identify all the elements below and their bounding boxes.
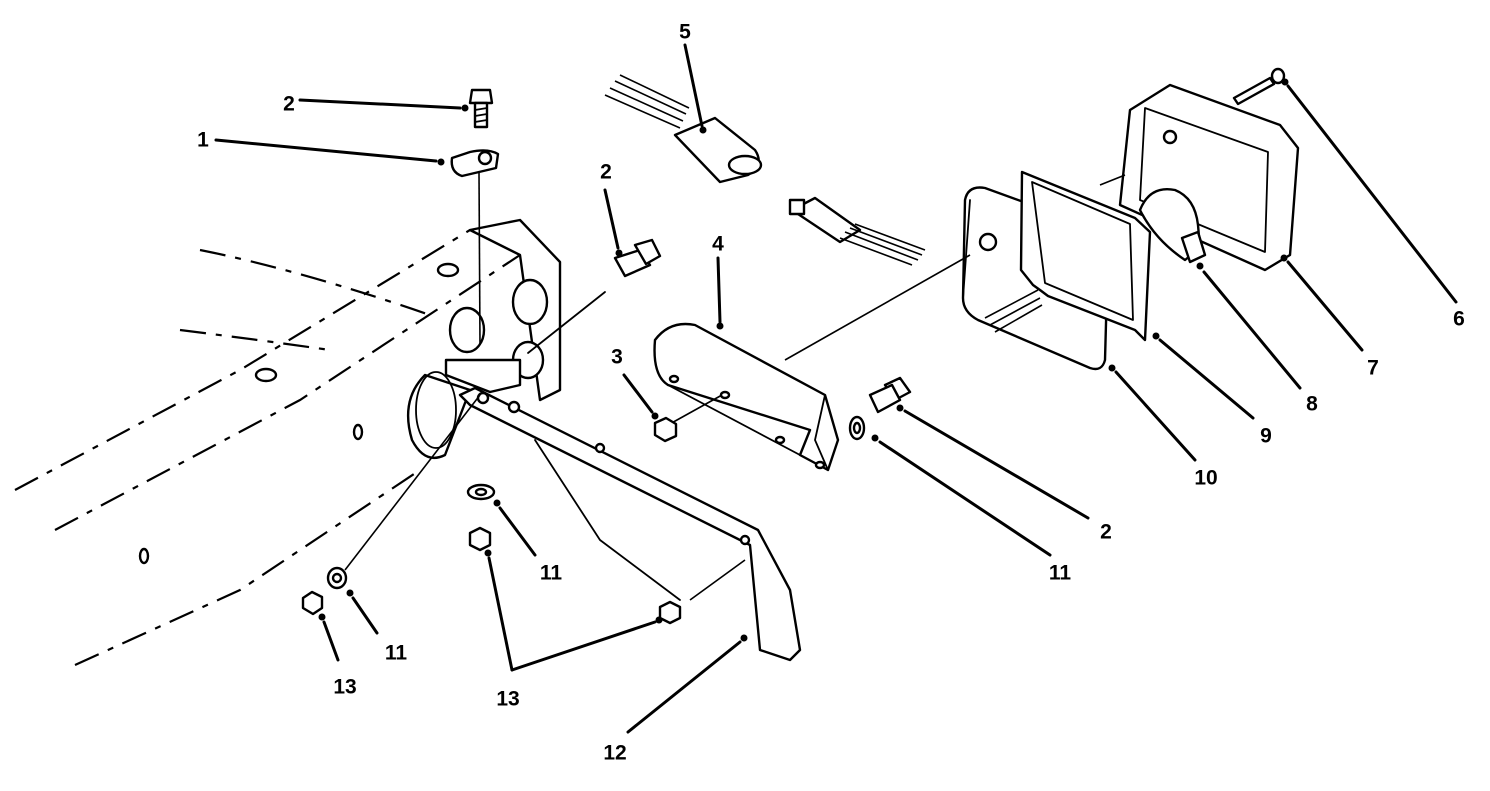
callout-11-left: 11 bbox=[385, 642, 408, 665]
callout-1: 1 bbox=[197, 129, 209, 152]
bolt-top bbox=[468, 88, 494, 129]
nut-3 bbox=[653, 416, 678, 443]
light-mounting-bracket bbox=[444, 358, 802, 662]
lamp-gasket bbox=[1019, 170, 1152, 342]
nut-left bbox=[301, 590, 324, 616]
plug-connector bbox=[788, 196, 926, 266]
callout-2-top: 2 bbox=[283, 93, 295, 116]
washer-right bbox=[848, 415, 866, 441]
screw bbox=[1232, 67, 1286, 106]
nut-right bbox=[658, 559, 746, 625]
callout-7: 7 bbox=[1367, 357, 1379, 380]
callout-10: 10 bbox=[1194, 467, 1217, 490]
washer-left bbox=[326, 394, 481, 590]
light-bulb bbox=[1138, 129, 1207, 264]
callout-9: 9 bbox=[1260, 425, 1272, 448]
frame-chassis bbox=[14, 218, 562, 667]
leader-lines bbox=[214, 43, 1458, 734]
p-clamp bbox=[450, 149, 500, 346]
callout-13-left: 13 bbox=[333, 676, 356, 699]
callout-labels: 2 1 2 5 4 3 6 7 8 9 10 2 11 11 11 13 13 … bbox=[197, 21, 1465, 765]
washer-center bbox=[466, 483, 496, 501]
callout-12: 12 bbox=[603, 742, 626, 765]
callout-11-center: 11 bbox=[540, 562, 563, 585]
callout-4: 4 bbox=[712, 233, 724, 256]
light-bracket bbox=[653, 322, 840, 472]
callout-8: 8 bbox=[1306, 393, 1318, 416]
callout-2-middle: 2 bbox=[600, 161, 612, 184]
bolt-right bbox=[868, 376, 912, 414]
callout-2-right: 2 bbox=[1100, 521, 1112, 544]
callout-13-center: 13 bbox=[496, 688, 519, 711]
callout-5: 5 bbox=[679, 21, 691, 44]
wire-harness-connector bbox=[604, 74, 763, 184]
callout-11-right: 11 bbox=[1049, 562, 1072, 585]
callout-6: 6 bbox=[1453, 308, 1465, 331]
bolt-middle bbox=[527, 238, 662, 354]
nut-center bbox=[468, 526, 492, 552]
callout-3: 3 bbox=[611, 346, 623, 369]
